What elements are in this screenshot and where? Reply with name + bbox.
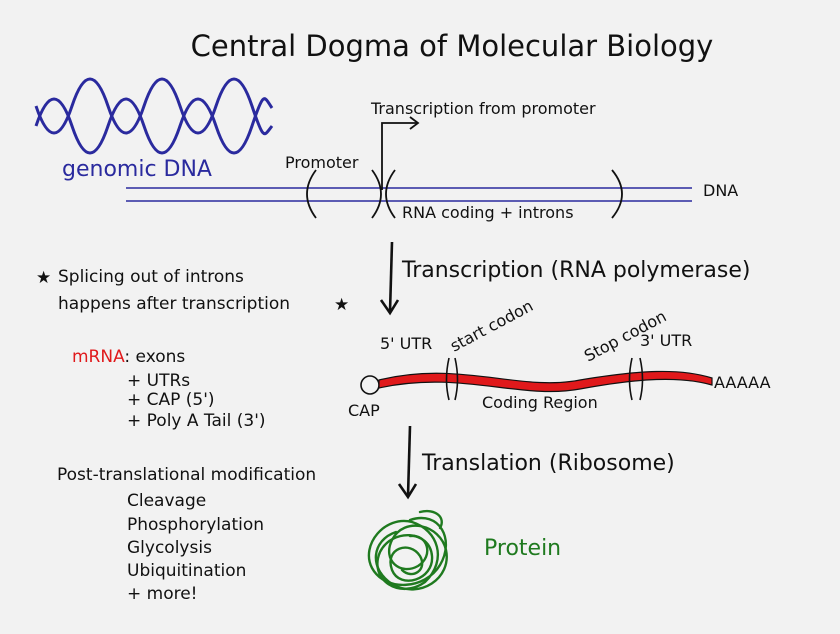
translation-step-label: Translation (Ribosome): [421, 451, 675, 476]
dna-strands: [126, 187, 692, 202]
diagram-title: Central Dogma of Molecular Biology: [191, 29, 714, 63]
protein-icon: [367, 509, 448, 591]
mrna-label: mRNA: [72, 347, 125, 367]
ptm-item: + more!: [127, 584, 198, 604]
ptm-item: Cleavage: [127, 491, 206, 511]
translation-arrow-icon: [397, 425, 418, 500]
dna-label: DNA: [703, 181, 738, 200]
mrna-item: + UTRs: [127, 371, 190, 391]
splicing-note-line2: happens after transcription: [58, 294, 290, 314]
cap-label: CAP: [348, 401, 380, 420]
rna-coding-label: RNA coding + introns: [402, 203, 574, 222]
mrna-item: + Poly A Tail (3'): [127, 411, 266, 431]
promoter-label: Promoter: [285, 153, 359, 172]
mrna-strand: [378, 370, 713, 393]
transcription-step-label: Transcription (RNA polymerase): [401, 258, 751, 283]
mrna-description: mRNA: exons: [72, 347, 185, 367]
transcription-from-promoter-label: Transcription from promoter: [370, 99, 596, 118]
star-icon: ★: [334, 295, 349, 315]
splicing-note-line1: Splicing out of introns: [58, 267, 244, 287]
mrna-exons: : exons: [124, 347, 185, 367]
utr-brackets: [445, 357, 644, 401]
promoter-brackets: [306, 169, 623, 219]
dna-helix-icon: [34, 77, 274, 155]
transcription-arrow-icon: [379, 241, 400, 316]
ptm-heading: Post-translational modification: [57, 465, 316, 485]
start-codon-label: start codon: [447, 296, 536, 356]
cap-icon: [360, 375, 380, 395]
genomic-dna-label: genomic DNA: [62, 157, 212, 182]
ptm-item: Glycolysis: [127, 538, 212, 558]
ptm-item: Phosphorylation: [127, 515, 264, 535]
star-icon: ★: [36, 268, 51, 288]
coding-region-label: Coding Region: [482, 393, 598, 412]
protein-label: Protein: [484, 536, 561, 561]
transcription-start-arrow: [381, 116, 420, 190]
utr3-label: 3' UTR: [640, 331, 692, 350]
mrna-item: + CAP (5'): [127, 390, 215, 410]
utr5-label: 5' UTR: [380, 334, 432, 353]
polya-label: AAAAA: [714, 373, 771, 392]
ptm-item: Ubiquitination: [127, 561, 246, 581]
